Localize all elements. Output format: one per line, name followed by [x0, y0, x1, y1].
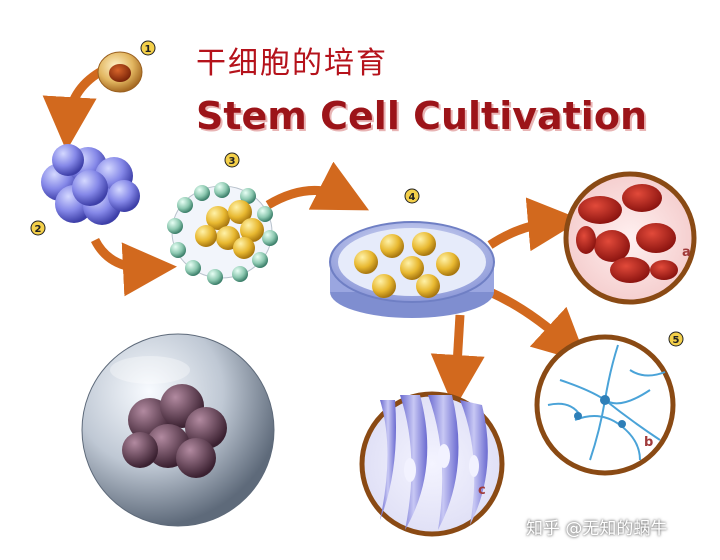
label-c: c [478, 483, 486, 498]
embryo-sphere [81, 333, 275, 527]
label-b: b [644, 435, 653, 450]
arrow-4-to-c [430, 314, 485, 409]
step-badge-2: 2 [30, 220, 46, 236]
blastocyst [167, 182, 278, 285]
step-number-1: 1 [145, 44, 152, 55]
step-number-5: 5 [673, 335, 680, 346]
step-badge-4: 4 [404, 188, 420, 204]
inner-cell-mass [195, 200, 264, 259]
arrows [42, 68, 588, 409]
arrow-1-to-2 [42, 68, 103, 151]
trophoblast-ring [167, 182, 278, 285]
title-english: Stem Cell Cultivation [196, 94, 647, 138]
cultured-cells [354, 232, 460, 298]
arrow-4-to-b [488, 287, 588, 364]
label-a: a [682, 245, 691, 260]
title-chinese: 干细胞的培育 [196, 46, 388, 81]
arrow-3-to-4 [265, 161, 370, 211]
step-badge-1: 1 [140, 40, 156, 56]
petri-dish [329, 221, 495, 318]
arrow-4-to-a [487, 197, 582, 252]
step-number-3: 3 [229, 156, 236, 167]
step-badge-3: 3 [224, 152, 240, 168]
watermark: 知乎 @无知的蜗牛 [526, 519, 668, 539]
muscle-cells-view [359, 391, 505, 537]
egg-cell [97, 51, 143, 93]
arrow-2-to-3 [90, 237, 177, 297]
neurons-view [534, 334, 676, 476]
step-number-4: 4 [409, 192, 416, 203]
step-badge-5: 5 [668, 331, 684, 347]
morula-cluster [41, 144, 140, 225]
red-blood-cells-view [563, 171, 697, 305]
step-number-2: 2 [35, 224, 42, 235]
